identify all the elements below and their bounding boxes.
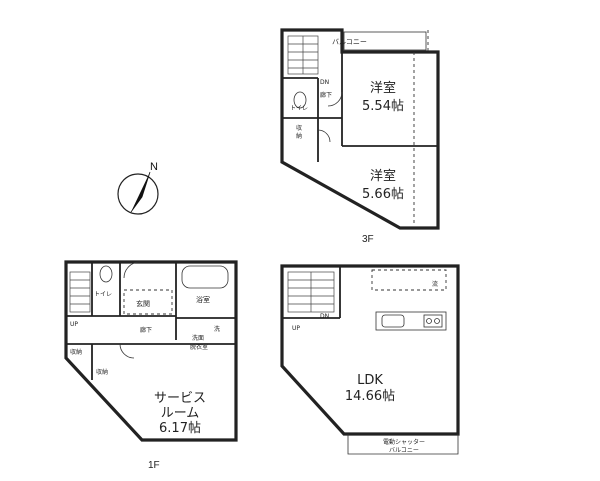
wash-line2: 脱衣室 [190,343,208,351]
room2-3f-name: 洋室 [370,168,396,184]
hall-3f-label: 廊下 [320,91,332,99]
storage-3f-line1: 収 [296,125,302,132]
stairs-3f [287,35,319,75]
floor-3f: バルコニー 洋室 5.54帖 洋室 5.66帖 トイレ 廊下 DN 収 納 3F [280,28,440,245]
service-room-size: 6.17帖 [159,421,201,436]
balcony-3f-label: バルコニー [332,38,367,46]
toilet-1f-fixture [99,265,113,283]
stairs-2f [287,271,335,313]
balcony-2f-outline [347,434,459,455]
room2-3f-size: 5.66帖 [362,187,404,202]
floor-1f: トイレ 玄関 浴室 廊下 洗面 脱衣室 洗 UP 収納 収納 サービス ルーム … [64,260,238,471]
floor-3f-title: 3F [362,234,374,245]
ldk-name: LDK [357,373,383,388]
balcony-3f-outline [343,31,427,51]
bath-label: 浴室 [196,295,210,304]
balcony-2f-line1: 電動シャッター [383,438,425,446]
kitchen-counter [375,311,447,331]
stairs-1f [69,271,91,313]
washer-label: 洗 [214,325,220,333]
service-room-line2: ルーム [161,406,200,421]
door-1f-front [123,261,141,279]
toilet-3f-fixture [293,91,307,109]
room1-3f-size: 5.54帖 [362,99,404,114]
stair-1f-up: UP [70,321,78,328]
floor-1f-title: 1F [148,460,160,471]
sink-basin [381,314,405,328]
door-3f-hall [317,129,331,143]
floor-3f-outer-wall [280,28,440,230]
stair-3f-dn: DN [320,79,329,86]
door-1f-service [119,343,135,359]
toilet-1f-label: トイレ [94,291,112,298]
entrance-label: 玄関 [136,299,150,308]
floor-2f-outer-wall [280,264,460,436]
storage-1f-label: 収納 [96,368,108,376]
storage-3f-line2: 納 [296,132,302,140]
stair-2f-up: UP [292,325,300,332]
storage-small-label: 収納 [70,348,82,356]
door-3f-room1 [327,91,343,107]
sink-2f-label: 流 [432,280,438,288]
toilet-3f-label: トイレ [290,105,308,112]
balcony-2f-line2: バルコニー [389,447,419,454]
entrance-dash [123,289,173,315]
room1-3f-name: 洋室 [370,80,396,96]
ldk-size: 14.66帖 [345,389,395,404]
burner-left [426,318,432,324]
upper-cabinet-dash [371,269,447,291]
compass-north-label: N [150,161,158,173]
hall-1f-label: 廊下 [140,326,152,334]
stove-top [423,314,443,328]
wash-line1: 洗面 [192,334,204,342]
stair-2f-dn: DN [320,313,329,320]
floor-2f: UP DN 流 LDK 14.66帖 電動シャッター バルコニー [280,264,460,455]
floor-1f-outer-wall [64,260,238,442]
bathtub [181,265,229,289]
burner-right [434,318,440,324]
compass-icon: N [117,161,159,215]
service-room-line1: サービス [154,391,206,406]
